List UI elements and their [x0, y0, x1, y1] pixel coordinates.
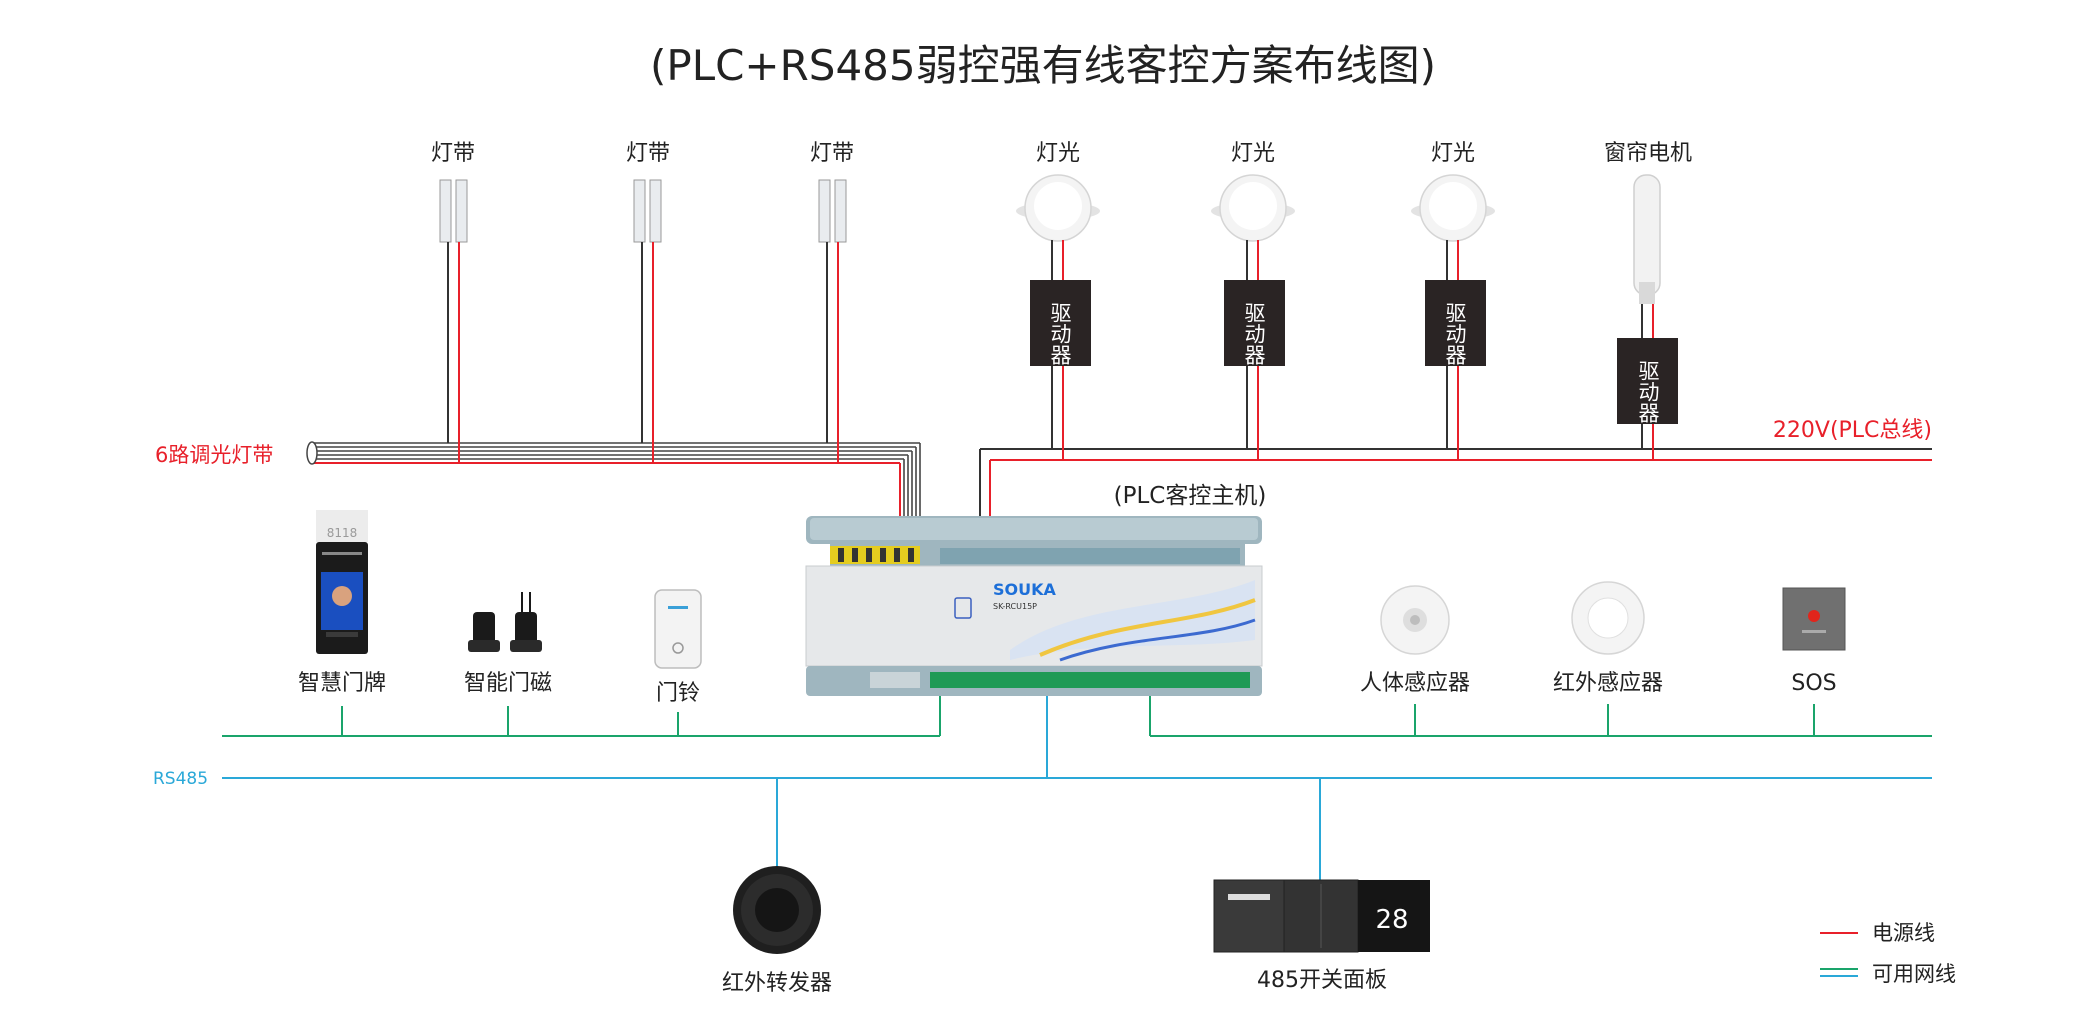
light-strip-2	[633, 179, 662, 463]
plc-host-controller	[805, 516, 1263, 696]
switch-panel-label: 485开关面板	[1257, 968, 1387, 993]
sos-label: SOS	[1791, 671, 1836, 696]
curtain-motor	[1617, 174, 1678, 460]
switch-panel-temp: 28	[1375, 905, 1408, 935]
curtain-label: 窗帘电机	[1604, 141, 1692, 166]
strip-label-3: 灯带	[810, 141, 854, 166]
host-brand: SOUKA	[993, 580, 1057, 599]
door-magnet	[468, 592, 542, 652]
green-network-line	[222, 696, 1932, 737]
switch-panel	[1213, 879, 1430, 953]
plc-bus-label: 220V(PLC总线)	[1773, 418, 1932, 443]
strip-label-2: 灯带	[626, 141, 670, 166]
driver-label-3: 驱动器	[1443, 302, 1467, 365]
door-magnet-label: 智能门磁	[464, 671, 552, 696]
downlight-2	[1211, 174, 1295, 460]
rs485-line	[222, 696, 1932, 880]
sos-button	[1782, 587, 1846, 651]
downlight-3	[1411, 174, 1495, 460]
ir-forwarder	[733, 866, 821, 954]
door-sign-room-number: 8118	[327, 526, 358, 540]
light-label-3: 灯光	[1431, 141, 1475, 166]
driver-label-4: 驱动器	[1636, 360, 1660, 423]
human-sensor-label: 人体感应器	[1360, 671, 1470, 696]
page-title: (PLC+RS485弱控强有线客控方案布线图)	[650, 41, 1436, 90]
dimming-cable-bundle	[310, 442, 921, 516]
driver-label-2: 驱动器	[1242, 302, 1266, 365]
ir-forwarder-label: 红外转发器	[722, 971, 832, 996]
cable-end-cap	[306, 441, 318, 465]
doorbell-label: 门铃	[656, 681, 700, 706]
light-label-2: 灯光	[1231, 141, 1275, 166]
driver-label-1: 驱动器	[1048, 302, 1072, 365]
strip-label-1: 灯带	[431, 141, 475, 166]
downlight-1	[1016, 174, 1100, 460]
ir-sensor	[1571, 581, 1645, 655]
light-strip-3	[818, 179, 847, 463]
host-model: SK-RCU15P	[993, 602, 1037, 611]
light-label-1: 灯光	[1036, 141, 1080, 166]
doorbell	[654, 589, 702, 669]
legend	[1820, 932, 1858, 977]
human-sensor	[1380, 585, 1450, 655]
legend-power-label: 电源线	[1872, 921, 1935, 945]
light-strip-1	[439, 179, 468, 463]
ir-sensor-label: 红外感应器	[1553, 671, 1663, 696]
door-sign-label: 智慧门牌	[298, 671, 386, 696]
dimming-label: 6路调光灯带	[155, 443, 273, 467]
smart-door-sign	[316, 510, 368, 654]
rs485-label: RS485	[153, 769, 208, 789]
legend-network-label: 可用网线	[1872, 962, 1956, 986]
host-label: (PLC客控主机)	[1114, 483, 1267, 509]
